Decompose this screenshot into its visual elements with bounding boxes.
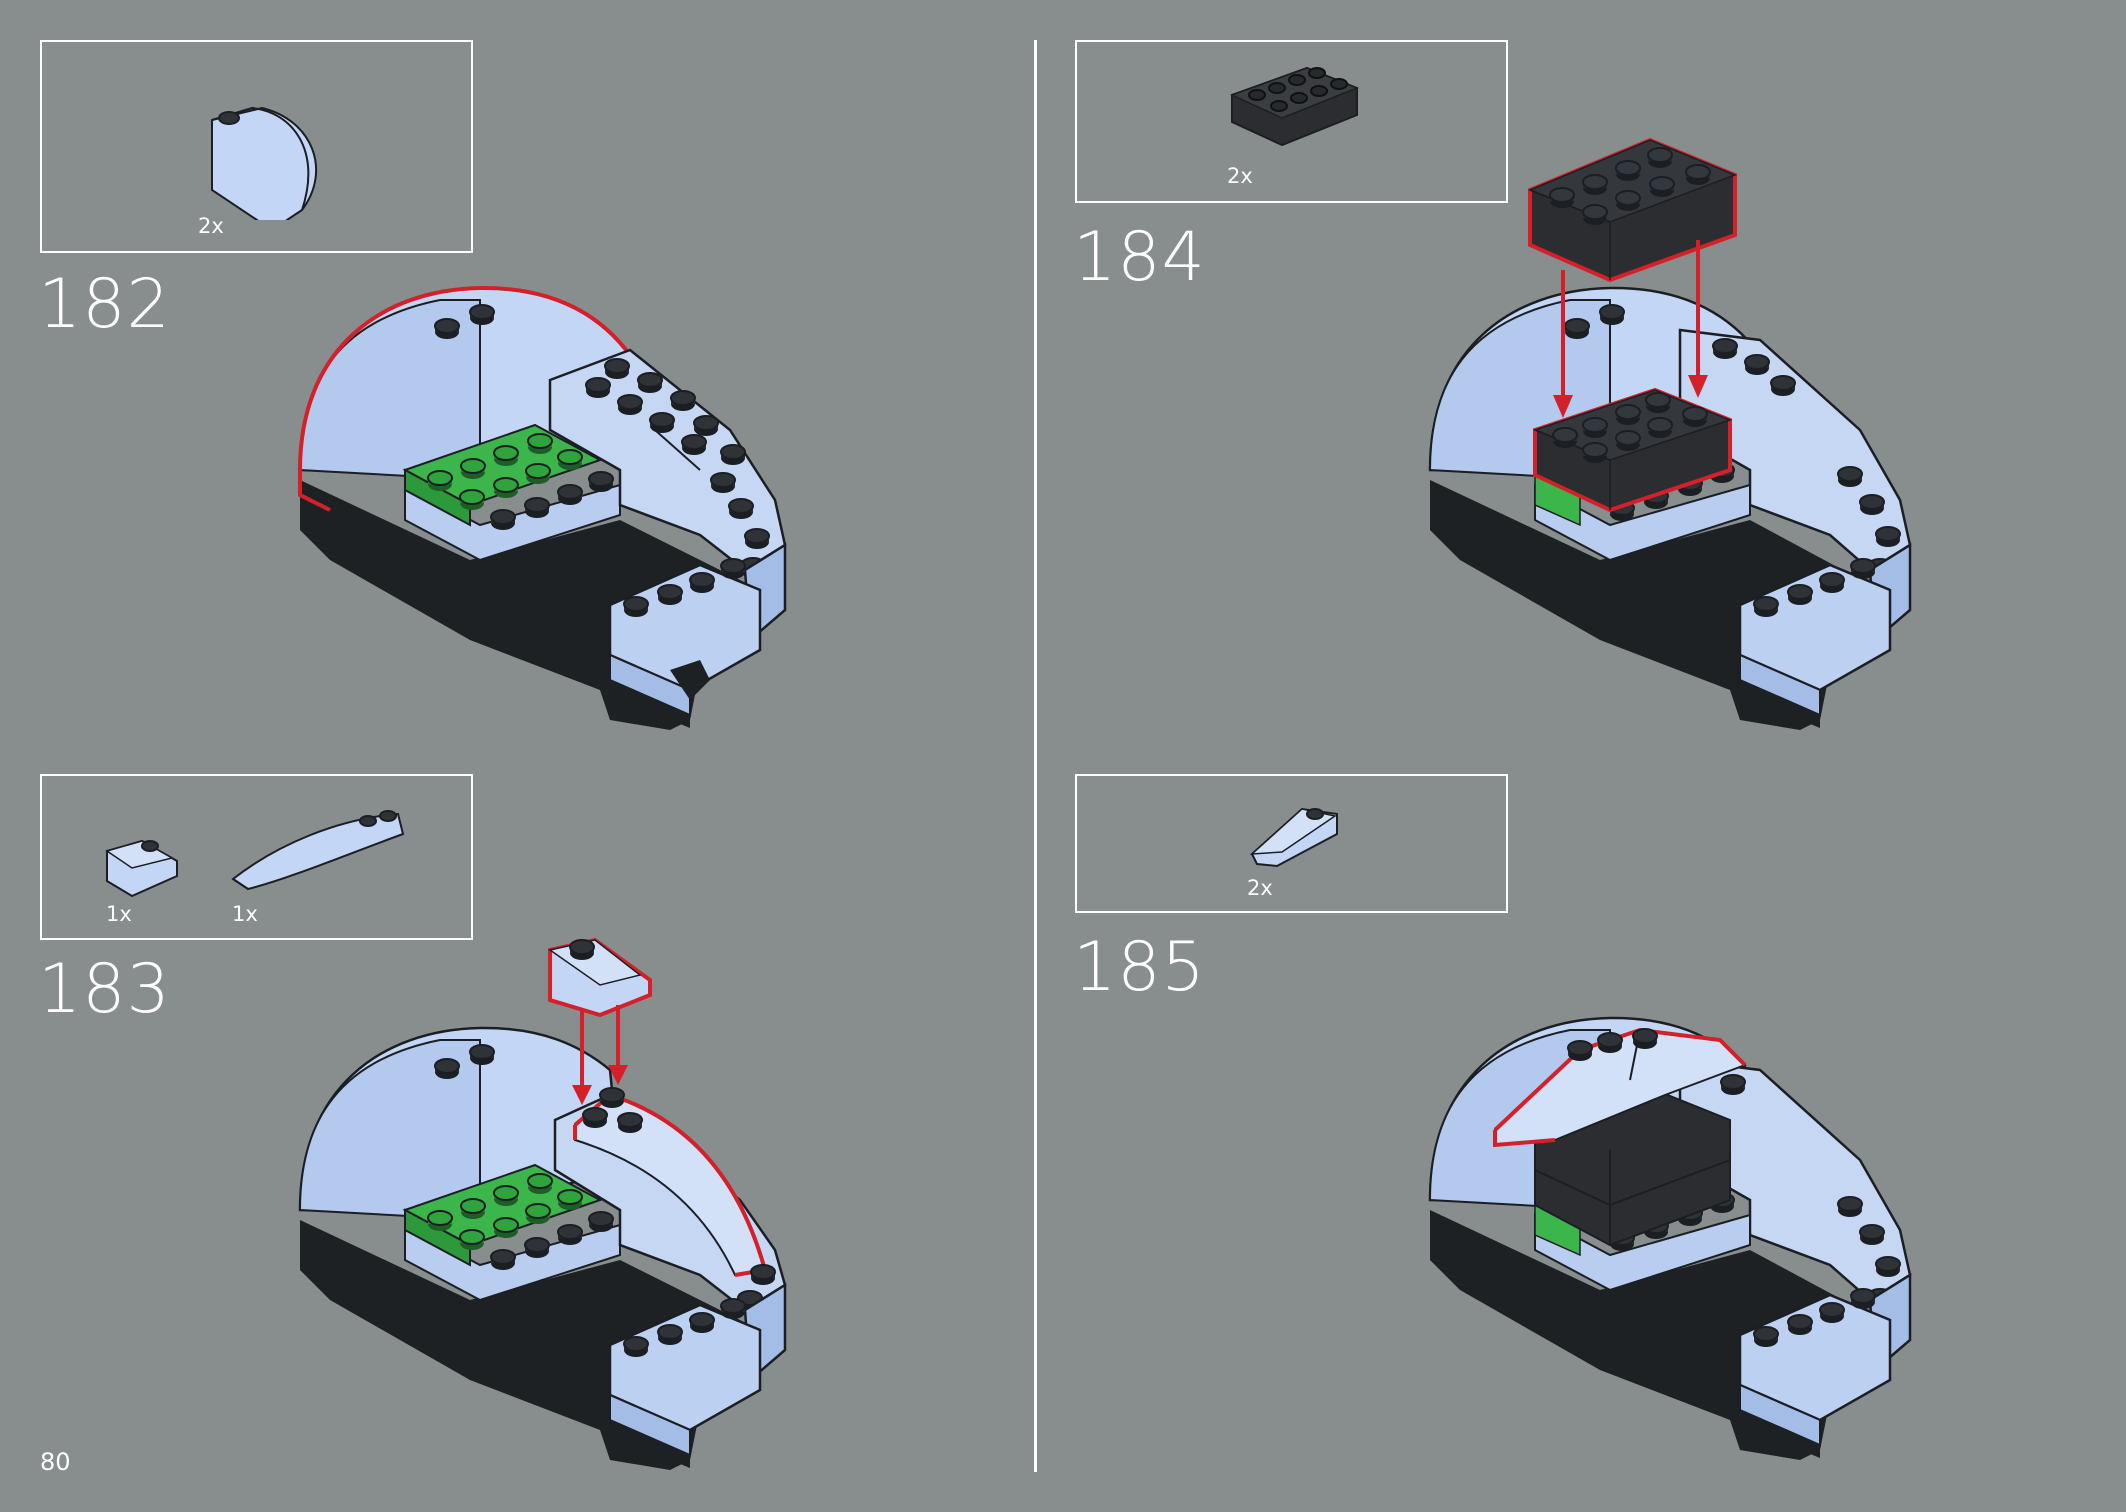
step-182-model: [298, 285, 787, 730]
page-number: 80: [40, 1448, 71, 1476]
page-divider: [1034, 40, 1037, 1472]
parts-box-185: 2x: [1075, 774, 1508, 913]
quarter-dome-piece-icon: [211, 106, 318, 220]
long-wedge-piece-icon: [231, 810, 405, 891]
part-quantity: 2x: [1247, 876, 1273, 900]
part-quantity: 2x: [1227, 164, 1253, 188]
parts-box-183: 1x 1x: [40, 774, 473, 940]
step-number-183: 183: [38, 950, 171, 1029]
step-184-model: [1428, 137, 1912, 730]
step-number-184: 184: [1073, 218, 1206, 297]
part-quantity: 1x: [106, 902, 132, 926]
step-185-model: [1428, 1016, 1912, 1460]
part-quantity: 2x: [198, 214, 224, 238]
parts-box-184: 2x: [1075, 40, 1508, 203]
step-183-model: [298, 937, 787, 1470]
black-brick-2x4-icon: [1230, 66, 1360, 147]
step-number-185: 185: [1073, 928, 1206, 1007]
slope-piece-icon: [1249, 807, 1338, 868]
step-number-182: 182: [38, 265, 171, 344]
parts-box-182: 2x: [40, 40, 473, 253]
small-slope-piece-icon: [105, 839, 178, 898]
part-quantity: 1x: [232, 902, 258, 926]
